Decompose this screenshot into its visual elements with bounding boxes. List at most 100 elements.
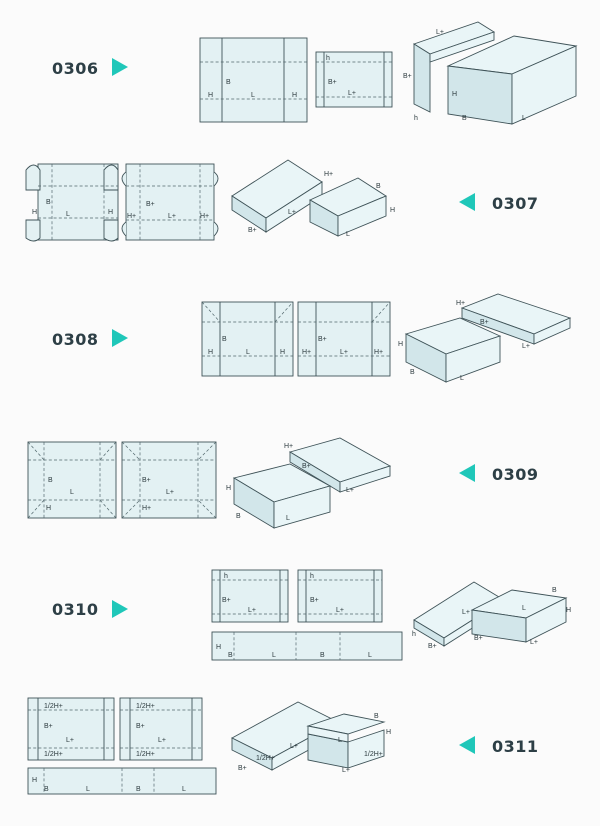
dim-label: H+ — [200, 213, 209, 220]
dim-label: L+ — [340, 349, 348, 356]
dim-label: L+ — [336, 607, 344, 614]
dim-label: B+ — [480, 319, 489, 326]
dim-label: H+ — [374, 349, 383, 356]
dim-label: h — [224, 573, 228, 580]
dim-label: L — [460, 375, 464, 382]
dim-label: H+ — [142, 505, 151, 512]
dim-label: 1/2H+ — [136, 751, 155, 758]
dim-label: L+ — [436, 29, 444, 36]
dim-label: B — [410, 369, 415, 376]
dim-label: H — [32, 209, 37, 216]
dim-label: B+ — [310, 597, 319, 604]
dieline-0307-lid: B+ H+ L+ H+ — [121, 163, 219, 241]
dim-label: L+ — [530, 639, 538, 646]
dim-label: B — [228, 652, 233, 659]
dim-label: H+ — [324, 171, 333, 178]
dieline-0309-base: B L H — [27, 441, 117, 519]
dieline-0311-base: 1/2H+ B+ L+ 1/2H+ — [27, 697, 115, 761]
dim-label: H — [208, 349, 213, 356]
dieline-0311-lid: 1/2H+ B+ L+ 1/2H+ — [119, 697, 203, 761]
dim-label: H — [280, 349, 285, 356]
dim-label: L — [66, 211, 70, 218]
dim-label: L+ — [66, 737, 74, 744]
arrow-left-icon — [459, 464, 475, 482]
dim-label: B+ — [474, 635, 483, 642]
dim-label: B — [222, 336, 227, 343]
dieline-0308-base: B H L H — [201, 301, 294, 377]
dim-label: L — [182, 786, 186, 793]
dim-label: B — [46, 199, 51, 206]
dim-label: L+ — [288, 209, 296, 216]
dieline-0310-base: h B+ L+ — [211, 569, 289, 623]
dim-label: B — [236, 513, 241, 520]
dim-label: B+ — [142, 477, 151, 484]
dim-label: H — [398, 341, 403, 348]
dim-label: L+ — [462, 609, 470, 616]
dim-label: L — [86, 786, 90, 793]
dim-label: h — [326, 55, 330, 62]
product-code-0307: 0307 — [492, 194, 539, 213]
dim-label: H — [566, 607, 571, 614]
dim-label: L — [522, 115, 526, 122]
dim-label: H — [108, 209, 113, 216]
dieline-0309-lid: B+ L+ H+ — [121, 441, 217, 519]
dim-label: B — [320, 652, 325, 659]
dim-label: 1/2H+ — [44, 751, 63, 758]
dim-label: B+ — [44, 723, 53, 730]
dim-label: L+ — [522, 343, 530, 350]
dim-label: H — [226, 485, 231, 492]
dim-label: L+ — [348, 90, 356, 97]
dim-label: 1/2H+ — [136, 703, 155, 710]
dim-label: L — [70, 489, 74, 496]
arrow-left-icon — [459, 193, 475, 211]
arrow-right-icon — [112, 329, 128, 347]
dim-label: L — [368, 652, 372, 659]
box-3d-0310: L+ B L H h B+ B+ L+ — [412, 581, 571, 650]
dim-label: B+ — [136, 723, 145, 730]
dim-label: h — [412, 631, 416, 638]
dim-label: H — [386, 729, 391, 736]
dim-label: B — [374, 713, 379, 720]
dim-label: H — [46, 505, 51, 512]
product-code-0308: 0308 — [52, 330, 99, 349]
dim-label: L+ — [290, 743, 298, 750]
dim-label: B+ — [328, 79, 337, 86]
box-3d-0309: H+ B+ L+ H B L — [226, 437, 392, 529]
dim-label: B — [136, 786, 141, 793]
dim-label: H — [390, 207, 395, 214]
dim-label: h — [414, 115, 418, 122]
dim-label: H — [208, 92, 213, 99]
arrow-right-icon — [112, 600, 128, 618]
arrow-right-icon — [112, 58, 128, 76]
dim-label: B — [226, 79, 231, 86]
dim-label: H+ — [127, 213, 136, 220]
dim-label: B+ — [403, 73, 412, 80]
box-3d-0307: H+ B L+ H B+ L — [231, 159, 395, 238]
dim-label: 1/2H+ — [256, 755, 275, 762]
dim-label: L — [286, 515, 290, 522]
dim-label: B — [376, 183, 381, 190]
dim-label: H+ — [456, 300, 465, 307]
dieline-0311-strip: H B L B L — [27, 767, 217, 795]
dim-label: 1/2H+ — [44, 703, 63, 710]
dim-label: L — [338, 737, 342, 744]
dim-label: H+ — [284, 443, 293, 450]
dim-label: B — [44, 786, 49, 793]
dim-label: L+ — [158, 737, 166, 744]
dim-label: H — [32, 777, 37, 784]
dim-label: L — [346, 231, 350, 238]
dim-label: L — [272, 652, 276, 659]
dim-label: 1/2H+ — [364, 751, 383, 758]
dim-label: h — [310, 573, 314, 580]
dieline-0306-lid: h B+ L+ — [315, 51, 393, 108]
dim-label: L+ — [248, 607, 256, 614]
dim-label: H — [452, 91, 457, 98]
dim-label: L+ — [346, 487, 354, 494]
dieline-0307-base: B H L H — [25, 163, 119, 242]
dieline-0310-strip: H B L B L — [211, 631, 403, 661]
dim-label: B+ — [222, 597, 231, 604]
arrow-left-icon — [459, 736, 475, 754]
product-code-0309: 0309 — [492, 465, 539, 484]
dim-label: L — [522, 605, 526, 612]
